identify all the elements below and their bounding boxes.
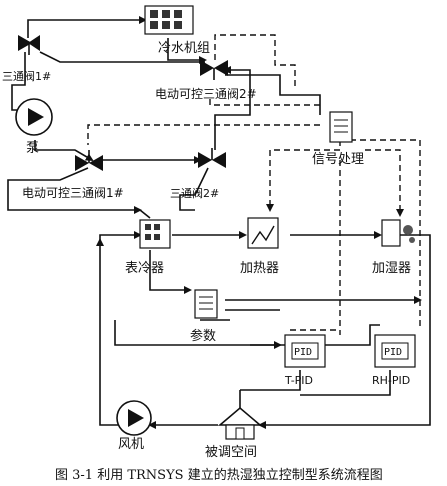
surface-cooler-icon [139, 219, 171, 249]
motorized-valve-2-icon [200, 60, 228, 80]
figure-caption: 图 3-1 利用 TRNSYS 建立的热湿独立控制型系统流程图 [55, 467, 383, 483]
control-signal-lines [87, 34, 421, 335]
pump-label: 泵 [26, 141, 39, 156]
surface-cooler-label: 表冷器 [125, 261, 164, 276]
motorized-valve-1-label: 电动可控三通阀1# [22, 186, 124, 200]
rh-pid-label: RH-PID [372, 374, 410, 387]
water-loop-lines [7, 16, 321, 219]
motorized-valve-1-icon [75, 150, 103, 171]
t-pid-label: T-PID [284, 374, 313, 387]
chiller-icon [144, 5, 194, 35]
parameters-label: 参数 [190, 328, 216, 344]
three-way-valve-2-icon [198, 148, 226, 168]
three-way-valve-1-icon [18, 35, 40, 55]
rh-pid-inner-text: PID [384, 347, 402, 358]
t-pid-box [284, 334, 326, 368]
chiller-label: 冷水机组 [158, 41, 210, 56]
rh-pid-box [374, 334, 416, 368]
t-pid-inner-text: PID [294, 347, 312, 358]
three-way-valve-1-label: 三通阀1# [2, 69, 51, 83]
heater-label: 加热器 [240, 261, 279, 276]
humidifier-icon [381, 219, 415, 247]
air-loop-lines [96, 231, 431, 429]
motorized-valve-2-label: 电动可控三通阀2# [155, 87, 257, 101]
heater-icon [247, 217, 279, 249]
signal-processing-label: 信号处理 [312, 152, 364, 167]
pump-icon [15, 98, 53, 136]
conditioned-space-label: 被调空间 [205, 445, 257, 460]
humidifier-label: 加湿器 [372, 261, 411, 276]
parameters-icon [194, 289, 218, 319]
fan-label: 风机 [118, 437, 144, 452]
conditioned-space-icon [217, 406, 263, 440]
signal-processing-icon [329, 111, 353, 143]
fan-icon [116, 400, 152, 436]
three-way-valve-2-label: 三通阀2# [170, 186, 219, 200]
